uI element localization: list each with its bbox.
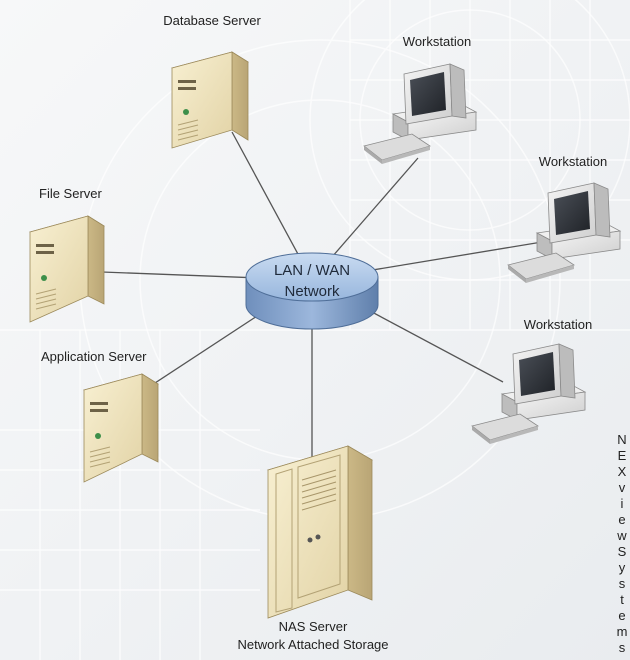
- workstation-2-label: Workstation: [539, 154, 607, 169]
- brand-letter: w: [616, 528, 627, 543]
- brand-letter: e: [618, 512, 625, 527]
- nas-server[interactable]: [267, 445, 373, 619]
- brand-letter: s: [619, 640, 626, 655]
- brand-vertical-text: N E X v i e w S y s t e m s: [616, 432, 627, 655]
- application-server[interactable]: [83, 373, 159, 483]
- file-server-label: File Server: [39, 186, 103, 201]
- application-server-label: Application Server: [41, 349, 147, 364]
- nas-server-label-line1: NAS Server: [279, 619, 348, 634]
- workstation-3[interactable]: [471, 343, 587, 444]
- brand-letter: e: [618, 608, 625, 623]
- workstation-1[interactable]: [363, 63, 478, 164]
- hub-label-line2: Network: [284, 283, 340, 300]
- brand-letter: s: [619, 576, 626, 591]
- workstation-3-label: Workstation: [524, 317, 592, 332]
- brand-letter: v: [619, 480, 626, 495]
- workstation-2[interactable]: [507, 182, 622, 283]
- file-server[interactable]: [29, 215, 105, 323]
- brand-letter: t: [620, 592, 624, 607]
- brand-letter: i: [621, 496, 624, 511]
- database-server[interactable]: [171, 51, 249, 149]
- database-server-label: Database Server: [163, 13, 261, 28]
- nas-server-label-line2: Network Attached Storage: [237, 637, 388, 652]
- brand-letter: S: [618, 544, 627, 559]
- brand-letter: y: [619, 560, 626, 575]
- hub-label-line1: LAN / WAN: [274, 262, 350, 279]
- brand-letter: E: [618, 448, 627, 463]
- brand-letter: X: [618, 464, 627, 479]
- workstation-1-label: Workstation: [403, 34, 471, 49]
- brand-letter: m: [617, 624, 628, 639]
- lan-wan-network-hub[interactable]: LAN / WAN Network: [245, 252, 379, 330]
- brand-letter: N: [617, 432, 626, 447]
